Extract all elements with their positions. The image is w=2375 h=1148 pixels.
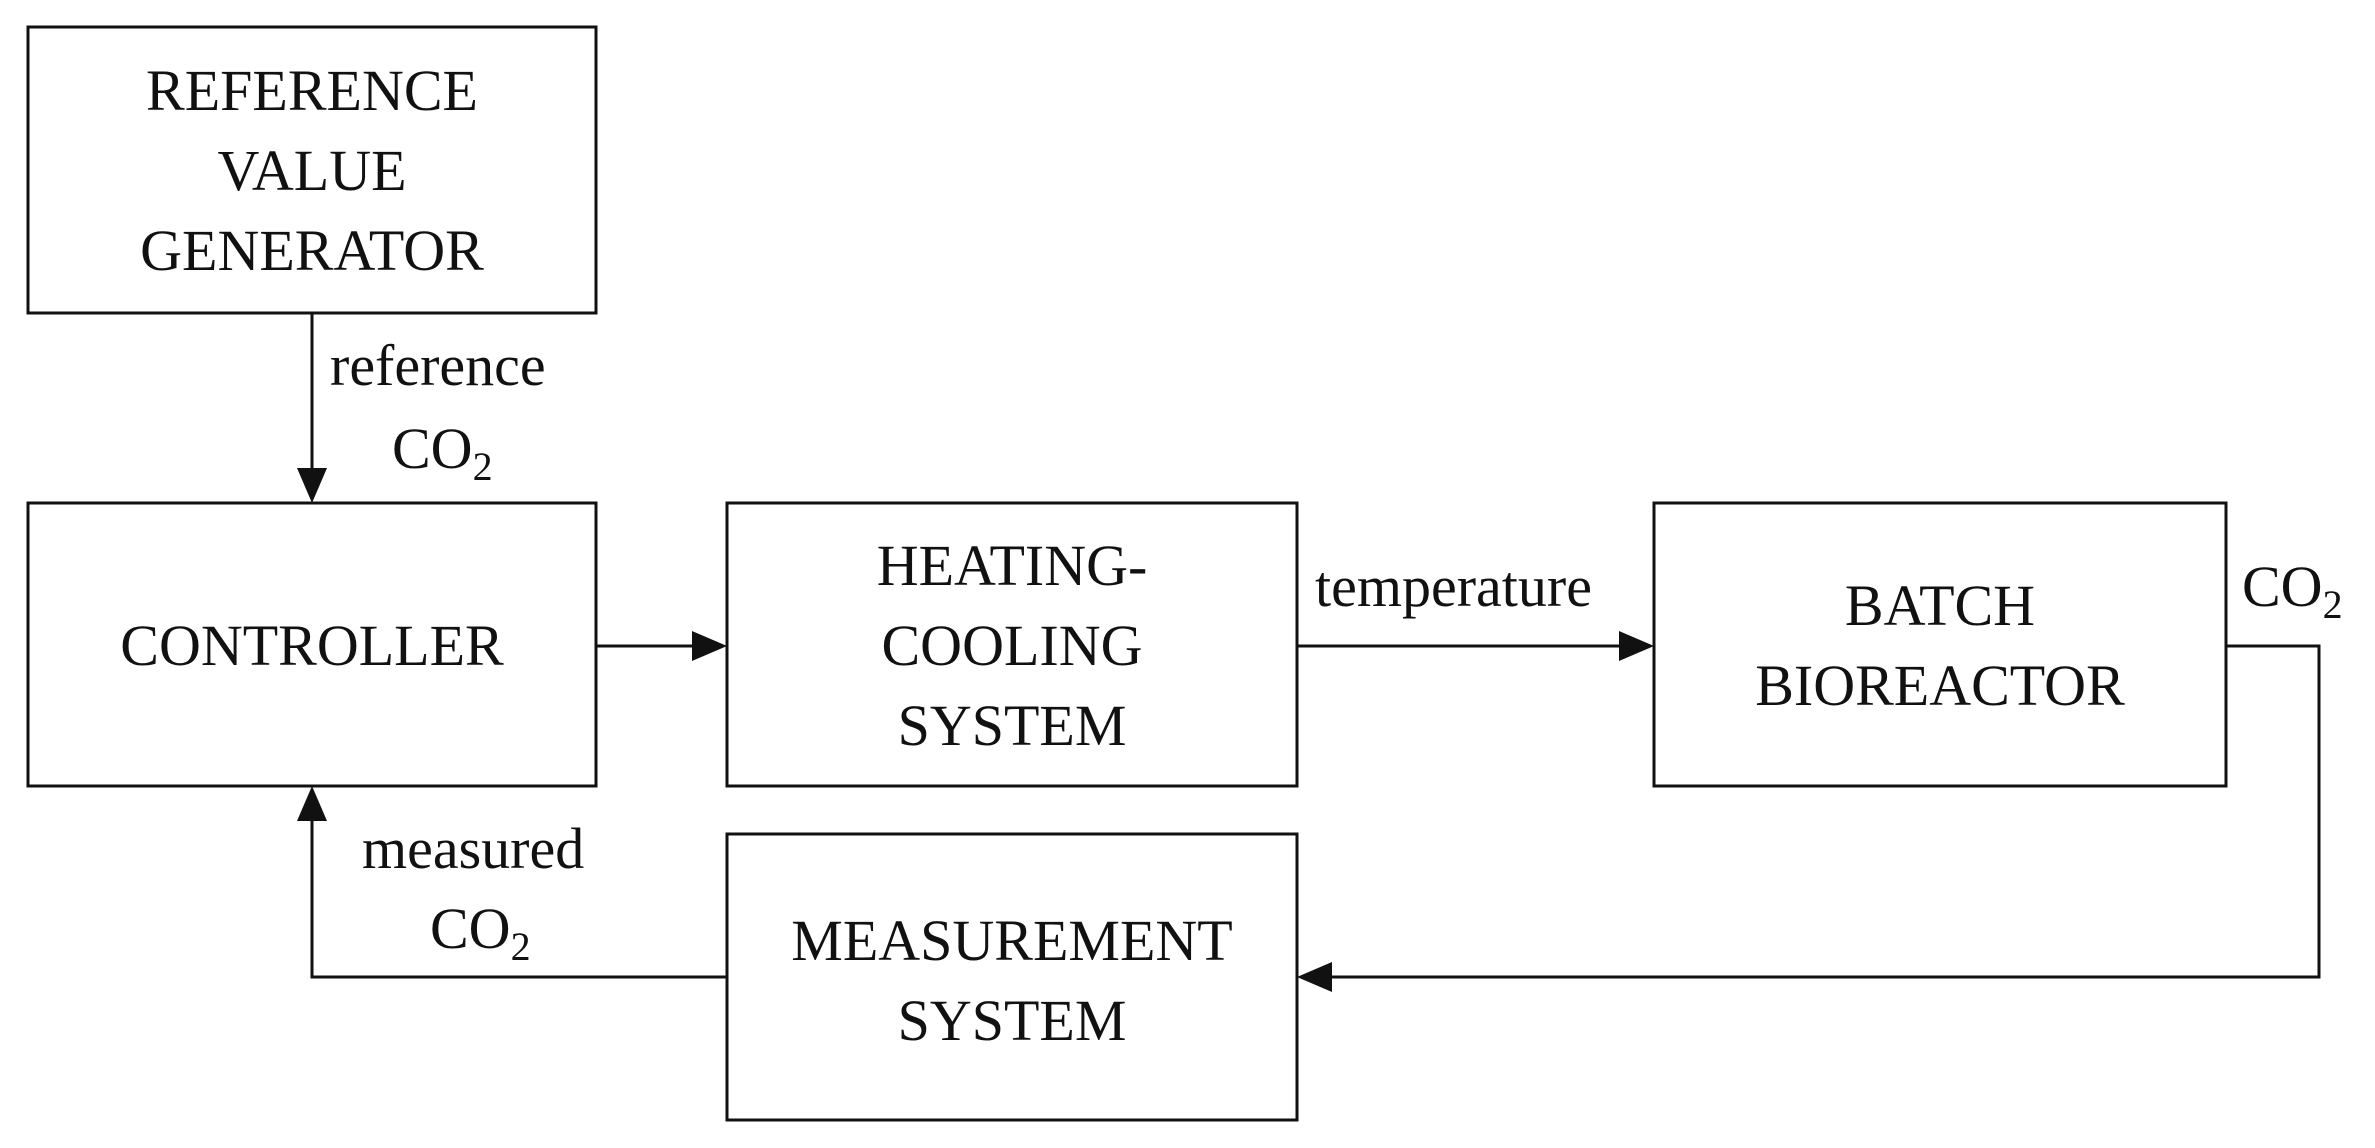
- batch-bioreactor-box: [1652, 501, 2228, 788]
- reference-co2-label: CO2: [392, 416, 493, 489]
- batch-bioreactor-line-1: BATCH: [1845, 573, 2035, 638]
- measured-label-line-1: measured: [362, 816, 584, 881]
- controller-block: CONTROLLER: [26, 501, 598, 788]
- reference-value-generator-line-1: REFERENCE: [146, 58, 478, 123]
- measured-arrowhead: [297, 786, 327, 821]
- bioreactor-output-co2-label: CO2: [2242, 554, 2343, 627]
- temperature-arrowhead: [1619, 631, 1654, 661]
- heating-cooling-line-1: HEATING-: [877, 533, 1148, 598]
- heating-cooling-system-block: HEATING- COOLING SYSTEM: [725, 501, 1299, 788]
- reference-value-generator-box: [26, 25, 598, 315]
- controller-label: CONTROLLER: [120, 613, 504, 678]
- temperature-label: temperature: [1315, 554, 1592, 619]
- reference-value-generator-line-2: VALUE: [217, 138, 406, 203]
- reference-arrowhead: [297, 468, 327, 503]
- measured-arrow-to-controller: [297, 786, 727, 979]
- controller-to-heating-arrowhead: [692, 631, 727, 661]
- measurement-system-box: [725, 832, 1299, 1122]
- heating-cooling-system-box: [725, 501, 1299, 788]
- measured-co2-label: CO2: [430, 896, 531, 969]
- reference-value-generator-block: REFERENCE VALUE GENERATOR: [26, 25, 598, 315]
- feedback-to-measurement-arrowhead: [1297, 962, 1332, 992]
- measurement-system-block: MEASUREMENT SYSTEM: [725, 832, 1299, 1122]
- batch-bioreactor-line-2: BIOREACTOR: [1755, 653, 2125, 718]
- reference-arrow: [297, 313, 327, 503]
- heating-cooling-line-2: COOLING: [882, 613, 1143, 678]
- reference-value-generator-line-3: GENERATOR: [140, 218, 484, 283]
- reference-label-line-1: reference: [330, 333, 546, 398]
- temperature-arrow: [1297, 631, 1654, 661]
- measurement-system-line-1: MEASUREMENT: [791, 908, 1232, 973]
- measurement-system-line-2: SYSTEM: [898, 988, 1127, 1053]
- feedback-arrow-to-measurement: [1297, 644, 2321, 992]
- heating-cooling-line-3: SYSTEM: [898, 693, 1127, 758]
- controller-box: [26, 501, 598, 788]
- controller-to-heating-arrow: [596, 631, 727, 661]
- batch-bioreactor-block: BATCH BIOREACTOR: [1652, 501, 2228, 788]
